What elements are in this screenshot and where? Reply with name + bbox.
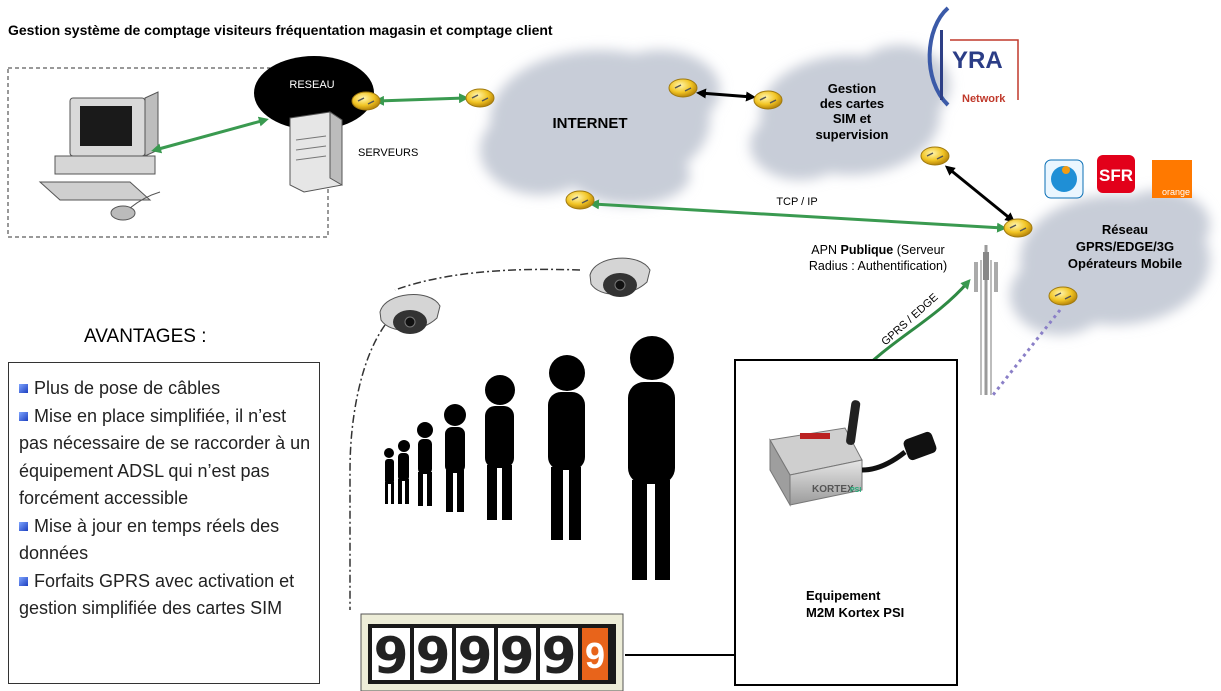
orange-logo: orange	[1152, 160, 1192, 198]
camera-icon	[589, 257, 651, 297]
computer-icon	[38, 91, 161, 221]
benefit-text: Mise à jour en temps réels des données	[19, 515, 280, 564]
apn-line1-rest: (Serveur	[896, 243, 945, 257]
bullet-icon	[19, 521, 28, 531]
bouygues-logo	[1044, 159, 1084, 199]
person-icon	[384, 448, 394, 504]
benefit-text: Plus de pose de câbles	[34, 378, 221, 398]
counter-digit: 9	[500, 627, 535, 685]
modem-icon: KORTEX PSI	[769, 400, 937, 507]
reseau-label: RESEAU	[289, 79, 334, 91]
counter-digit-cell	[498, 628, 536, 680]
tcpip-label: TCP / IP	[776, 196, 817, 208]
people-group	[384, 336, 675, 580]
mobile-network-label-line2: GPRS/EDGE/3G	[1076, 239, 1174, 254]
apn-bold: Publique	[840, 243, 894, 257]
gestion-label-line3: SIM et	[833, 111, 872, 126]
router-icon	[1048, 286, 1078, 306]
benefit-text: Mise en place simplifiée, il n’est pas n…	[19, 405, 311, 509]
equipment-box	[734, 359, 958, 686]
router-icon	[1003, 218, 1033, 238]
gestion-label-line1: Gestion	[828, 81, 876, 96]
sim-mobile-link	[944, 165, 1016, 223]
svg-text:KORTEX: KORTEX	[812, 484, 854, 495]
person-icon	[417, 422, 433, 506]
antenna-tower-icon	[974, 245, 998, 395]
mobile-network-label-line1: Réseau	[1102, 222, 1148, 237]
counter-digit-cell	[414, 628, 452, 680]
counter-digit-cell	[540, 628, 578, 680]
apn-prefix: APN	[811, 243, 837, 257]
router-icon	[668, 78, 698, 98]
benefit-item: Plus de pose de câbles	[19, 375, 311, 403]
benefit-text: Forfaits GPRS avec activation et gestion…	[19, 570, 295, 619]
reseau-node	[254, 56, 374, 130]
apn-label: APN Publique (Serveur Radius : Authentif…	[768, 242, 988, 274]
counter-digit: 9	[416, 627, 451, 685]
gprs-edge-label: GPRS / EDGE	[879, 291, 940, 348]
router-icon	[351, 91, 381, 111]
apn-line2: Radius : Authentification)	[808, 259, 948, 273]
computer-server-link	[151, 116, 269, 154]
router-icon	[753, 90, 783, 110]
person-icon	[628, 336, 675, 580]
benefit-item: Mise à jour en temps réels des données	[19, 513, 311, 568]
counter-digit-cell	[372, 628, 410, 680]
counter-digit: 9	[458, 627, 493, 685]
sfr-logo: SFR	[1097, 155, 1135, 193]
equipment-label-line1: Equipement	[806, 588, 881, 603]
internet-cloud-icon	[480, 50, 720, 205]
person-icon	[548, 355, 585, 540]
counter-digit: 9	[542, 627, 577, 685]
benefit-item: Mise en place simplifiée, il n’est pas n…	[19, 403, 311, 513]
svg-text:Network: Network	[962, 93, 1006, 105]
svg-text:PSI: PSI	[850, 487, 861, 494]
internet-sim-link	[696, 88, 756, 102]
camera-wire-top	[394, 268, 581, 291]
svg-text:orange: orange	[1162, 187, 1190, 197]
svg-text:SFR: SFR	[1099, 166, 1133, 185]
person-icon	[485, 375, 515, 520]
tcpip-link	[589, 199, 1007, 233]
equipment-label-line2: M2M Kortex PSI	[806, 605, 904, 620]
person-icon	[398, 440, 410, 504]
router-icon	[465, 88, 495, 108]
router-icon	[565, 190, 595, 210]
benefits-box: Plus de pose de câbles Mise en place sim…	[8, 362, 320, 684]
sim-management-cloud-icon	[750, 45, 950, 180]
svg-text:YRA: YRA	[952, 47, 1003, 74]
bullet-icon	[19, 411, 28, 421]
gestion-label-line4: supervision	[816, 127, 889, 142]
internet-label: INTERNET	[553, 115, 628, 132]
benefit-item: Forfaits GPRS avec activation et gestion…	[19, 568, 311, 623]
bullet-icon	[19, 576, 28, 586]
person-icon	[444, 404, 466, 512]
serveurs-label: SERVEURS	[358, 147, 418, 159]
benefits-list: Plus de pose de câbles Mise en place sim…	[9, 363, 319, 623]
counter-digit: 9	[374, 627, 409, 685]
camera-icon	[379, 294, 441, 334]
counter-digit-cell	[456, 628, 494, 680]
server-icon	[289, 111, 343, 193]
bullet-icon	[19, 384, 28, 393]
router-icon	[920, 146, 950, 166]
benefits-heading: AVANTAGES :	[84, 326, 207, 347]
server-internet-link	[374, 93, 469, 106]
gestion-label-line2: des cartes	[820, 96, 884, 111]
diagram-title: Gestion système de comptage visiteurs fr…	[8, 22, 553, 38]
mobile-network-label-line3: Opérateurs Mobile	[1068, 256, 1182, 271]
counter-last-digit: 9	[585, 635, 605, 676]
lyra-network-logo: YRA Network	[927, 6, 1019, 107]
counter-last-digit-cell	[582, 628, 608, 680]
camera-wire-left	[349, 324, 386, 610]
